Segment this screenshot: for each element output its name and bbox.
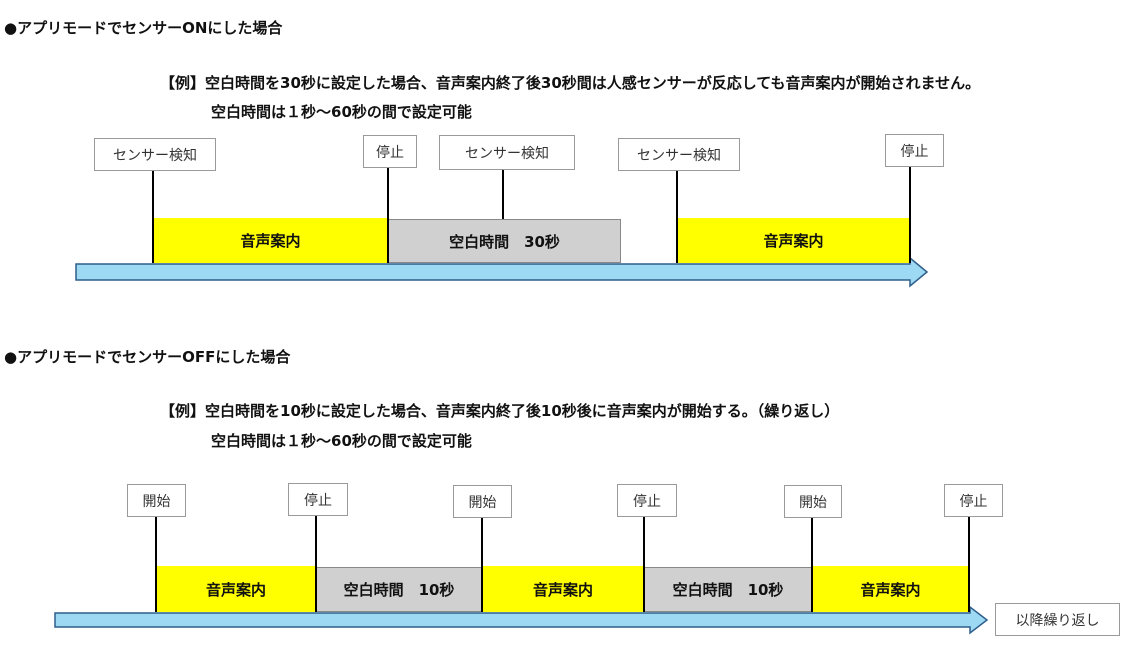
section2-example: 【例】空白時間を10秒に設定した場合、音声案内終了後10秒後に音声案内が開始する… bbox=[160, 402, 840, 420]
event-line bbox=[387, 167, 389, 263]
section1-example: 【例】空白時間を30秒に設定した場合、音声案内終了後30秒間は人感センサーが反応… bbox=[160, 74, 981, 92]
event-label: 開始 bbox=[784, 485, 842, 518]
event-label: センサー検知 bbox=[94, 138, 216, 171]
event-line bbox=[502, 169, 504, 219]
event-line bbox=[968, 515, 970, 612]
speech-block: 音声案内 bbox=[812, 566, 969, 612]
speech-block: 音声案内 bbox=[153, 218, 388, 263]
event-line bbox=[676, 170, 678, 263]
blank-time-block: 空白時間 30秒 bbox=[388, 219, 621, 263]
section2-range-note: 空白時間は１秒～60秒の間で設定可能 bbox=[211, 432, 472, 450]
event-label: 開始 bbox=[453, 485, 512, 518]
event-line bbox=[481, 516, 483, 612]
event-line bbox=[643, 515, 645, 612]
event-label: 停止 bbox=[944, 484, 1003, 517]
event-label: 停止 bbox=[885, 134, 944, 167]
section1-heading: ●アプリモードでセンサーONにした場合 bbox=[4, 19, 283, 37]
event-label: 停止 bbox=[617, 484, 677, 517]
repeat-label: 以降繰り返し bbox=[995, 603, 1120, 636]
section2-heading: ●アプリモードでセンサーOFFにした場合 bbox=[4, 348, 291, 366]
event-label: センサー検知 bbox=[618, 138, 740, 171]
speech-block: 音声案内 bbox=[482, 566, 644, 612]
event-label: 停止 bbox=[288, 483, 348, 516]
blank-time-block: 空白時間 10秒 bbox=[644, 567, 812, 612]
blank-time-block: 空白時間 10秒 bbox=[316, 567, 482, 612]
event-label: 停止 bbox=[363, 135, 417, 168]
event-line bbox=[909, 166, 911, 263]
speech-block: 音声案内 bbox=[677, 218, 910, 263]
event-line bbox=[811, 516, 813, 612]
event-line bbox=[152, 169, 154, 263]
section1-range-note: 空白時間は１秒～60秒の間で設定可能 bbox=[211, 103, 472, 121]
event-line bbox=[155, 515, 157, 612]
event-line bbox=[315, 514, 317, 612]
event-label: センサー検知 bbox=[439, 135, 575, 170]
event-label: 開始 bbox=[127, 484, 186, 517]
speech-block: 音声案内 bbox=[156, 566, 316, 612]
